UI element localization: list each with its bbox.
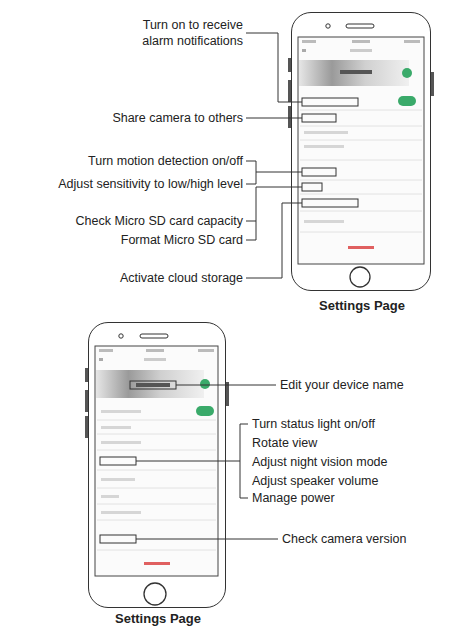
callout-text: Edit your device name xyxy=(280,377,404,393)
device-name-bar xyxy=(340,70,372,74)
callout-text: Activate cloud storage xyxy=(120,270,243,286)
callout-text: Format Micro SD card xyxy=(121,232,243,248)
status-bar xyxy=(99,349,113,352)
callout-text: Turn status light on/off xyxy=(252,416,375,432)
row-texts xyxy=(101,410,141,514)
speaker-slot xyxy=(140,334,168,338)
status-bar xyxy=(198,349,214,352)
callout-text: Check camera version xyxy=(282,531,406,547)
callout-text: Adjust sensitivity to low/high level xyxy=(58,176,243,192)
screen-title xyxy=(144,358,166,361)
row-dividers xyxy=(97,420,216,550)
callout-text: Check Micro SD card capacity xyxy=(76,213,243,229)
screen-title xyxy=(350,49,372,52)
home-button xyxy=(350,267,370,287)
status-bar xyxy=(404,40,420,43)
callout-text: Turn motion detection on/off xyxy=(88,153,243,169)
callout-text: Adjust night vision mode xyxy=(252,454,388,470)
row-texts xyxy=(304,131,348,223)
highlight-boxes xyxy=(302,98,358,207)
camera-image xyxy=(96,370,204,398)
camera-lens xyxy=(119,334,123,338)
callout-text: Turn on to receive alarm notifications xyxy=(118,17,243,49)
phone-screen xyxy=(298,37,424,264)
page-caption: Settings Page xyxy=(252,298,469,314)
leader-lines xyxy=(246,33,302,278)
page-caption: Settings Page xyxy=(49,611,267,626)
status-bar xyxy=(302,40,316,43)
camera-image xyxy=(299,60,409,86)
callout-text: Adjust speaker volume xyxy=(252,473,378,489)
back-arrow xyxy=(302,49,306,52)
side-button xyxy=(226,382,229,406)
phone-one-details xyxy=(288,24,434,287)
back-arrow xyxy=(99,358,103,361)
toggle-switch xyxy=(398,96,416,106)
delete-button xyxy=(348,246,374,249)
delete-button xyxy=(144,562,170,565)
toggle-switch xyxy=(402,68,412,78)
device-name-bar xyxy=(136,383,170,387)
speaker-slot xyxy=(346,24,374,28)
highlight-boxes xyxy=(100,381,176,543)
home-button xyxy=(144,583,166,605)
phone-frame: Settings Page xyxy=(88,322,226,608)
camera-lens xyxy=(326,24,330,28)
phone-frame: Settings Page xyxy=(291,12,431,291)
row-dividers xyxy=(300,110,422,232)
status-bar xyxy=(146,349,164,352)
callout-text: Manage power xyxy=(252,490,335,506)
callout-text: Rotate view xyxy=(252,435,317,451)
status-bar xyxy=(352,40,370,43)
toggle-switch xyxy=(196,406,214,416)
phone-two-details xyxy=(85,334,229,605)
callout-text: Share camera to others xyxy=(112,110,243,126)
toggle-switch xyxy=(200,379,210,389)
side-button xyxy=(431,72,434,96)
